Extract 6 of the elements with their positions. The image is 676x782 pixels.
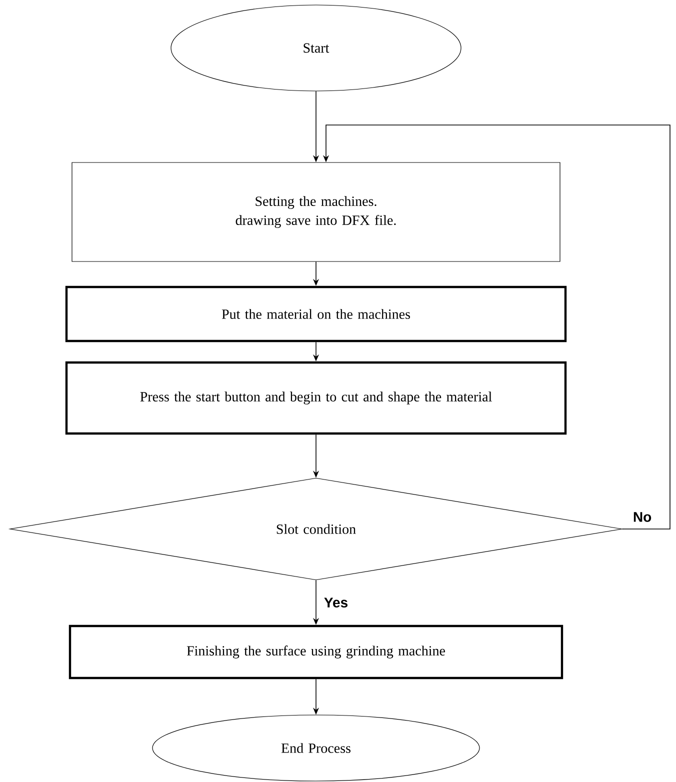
- process-box: Finishing the surface using grinding machine: [68, 624, 564, 680]
- process-box: Setting the machines. drawing save into DFX file.: [72, 162, 560, 262]
- process-box: Press the start button and begin to cut and shape the material: [65, 361, 567, 435]
- edge-label: No: [632, 511, 653, 523]
- process-box: Put the material on the machines: [65, 286, 567, 342]
- edge-label: Yes: [322, 596, 350, 608]
